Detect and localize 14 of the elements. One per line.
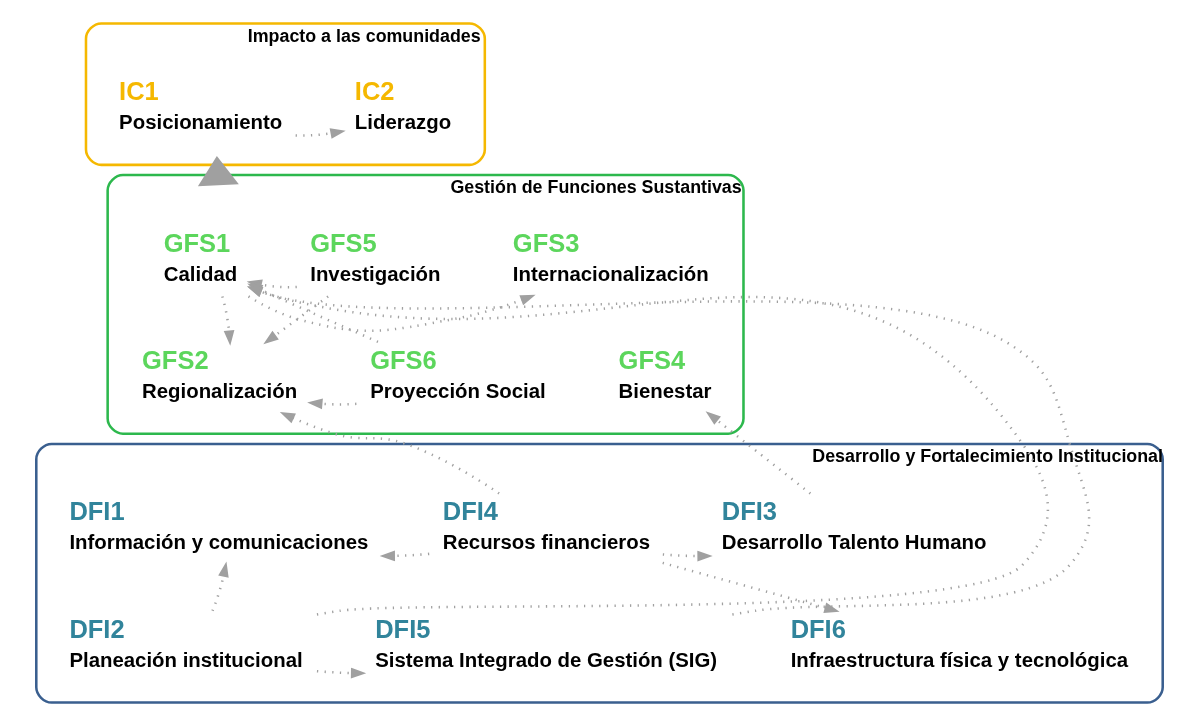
node-text: DFI5 Sistema Integrado de Gestión (SIG) — [374, 614, 717, 671]
node-text: IC1 Posicionamiento — [118, 76, 282, 133]
node-text: GFS5 Investigación — [309, 228, 440, 285]
node-text: DFI4 Recursos financieros — [442, 497, 650, 554]
node-text: DFI6 Infraestructura física y tecnológica — [790, 614, 1128, 671]
node-text: GFS2 Regionalización — [141, 345, 297, 402]
node-text: IC2 Liderazgo — [354, 76, 451, 133]
node-text: GFS3 Internacionalización — [512, 228, 709, 285]
node-text: DFI2 Planeación institucional — [68, 614, 303, 671]
node-text: DFI3 Desarrollo Talento Humano — [721, 497, 986, 554]
node-text: GFS4 Bienestar — [618, 345, 711, 402]
node-text: GFS1 Calidad — [163, 228, 237, 285]
node-text: GFS6 Proyección Social — [369, 345, 546, 402]
node-text: DFI1 Información y comunicaciones — [68, 497, 368, 554]
